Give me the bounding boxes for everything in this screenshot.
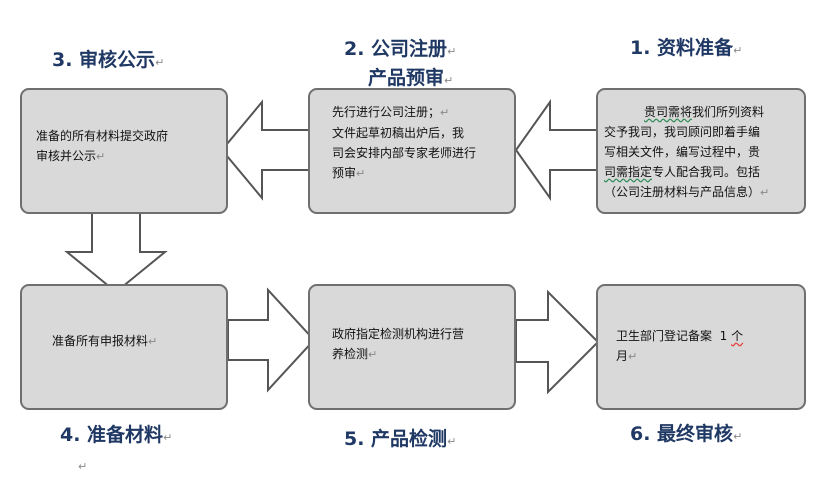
box-step2: 先行进行公司注册；↵ 文件起草初稿出炉后，我 司会安排内部专家老师进行 预审↵ xyxy=(308,88,516,214)
title-step5: 5. 产品检测↵ xyxy=(344,428,457,450)
arrow-left-1 xyxy=(514,98,599,202)
box-step4: 准备所有申报材料↵ xyxy=(20,284,228,410)
title-step3: 3. 审核公示↵ xyxy=(52,49,165,71)
box-step3: 准备的所有材料提交政府 审核并公示↵ xyxy=(20,88,228,214)
box-step6-text: 卫生部门登记备案 1 个 月↵ xyxy=(616,329,744,363)
paragraph-mark: ↵ xyxy=(760,186,770,199)
arrow-right-2 xyxy=(515,289,600,395)
box-step6: 卫生部门登记备案 1 个 月↵ xyxy=(596,284,806,410)
paragraph-mark: ↵ xyxy=(733,430,743,443)
arrow-left-2 xyxy=(220,99,311,201)
paragraph-mark: ↵ xyxy=(733,44,743,57)
title-step2-line2: 产品预审↵ xyxy=(368,67,454,89)
box-step1-text: 贵司需将我们所列资料 交予我司，我司顾问即着手编 写相关文件，编写过程中，贵 司… xyxy=(604,105,770,199)
arrow-down xyxy=(64,211,168,294)
paragraph-mark: ↵ xyxy=(440,106,450,119)
paragraph-mark: ↵ xyxy=(356,167,366,180)
box-step5-text: 政府指定检测机构进行营 养检测↵ xyxy=(332,327,465,361)
paragraph-mark: ↵ xyxy=(96,150,106,163)
box-step4-text: 准备所有申报材料↵ xyxy=(52,334,158,348)
arrow-right-1 xyxy=(227,287,316,393)
box-step1: 贵司需将我们所列资料 交予我司，我司顾问即着手编 写相关文件，编写过程中，贵 司… xyxy=(596,88,806,214)
paragraph-mark: ↵ xyxy=(447,45,457,58)
title-step2-line1: 2. 公司注册↵ xyxy=(344,38,457,60)
paragraph-mark: ↵ xyxy=(148,335,158,348)
paragraph-mark: ↵ xyxy=(155,56,165,69)
paragraph-mark: ↵ xyxy=(444,74,454,87)
box-step5: 政府指定检测机构进行营 养检测↵ xyxy=(308,284,516,410)
paragraph-mark: ↵ xyxy=(447,435,457,448)
title-step6: 6. 最终审核↵ xyxy=(630,423,743,445)
title-step1: 1. 资料准备↵ xyxy=(630,37,743,59)
box-step3-text: 准备的所有材料提交政府 审核并公示↵ xyxy=(36,129,169,163)
trailing-paragraph-mark: ↵ xyxy=(78,460,88,473)
paragraph-mark: ↵ xyxy=(368,348,378,361)
title-step4: 4. 准备材料↵ xyxy=(60,424,173,446)
box-step2-text: 先行进行公司注册；↵ 文件起草初稿出炉后，我 司会安排内部专家老师进行 预审↵ xyxy=(332,105,477,180)
paragraph-mark: ↵ xyxy=(628,350,638,363)
paragraph-mark: ↵ xyxy=(163,431,173,444)
